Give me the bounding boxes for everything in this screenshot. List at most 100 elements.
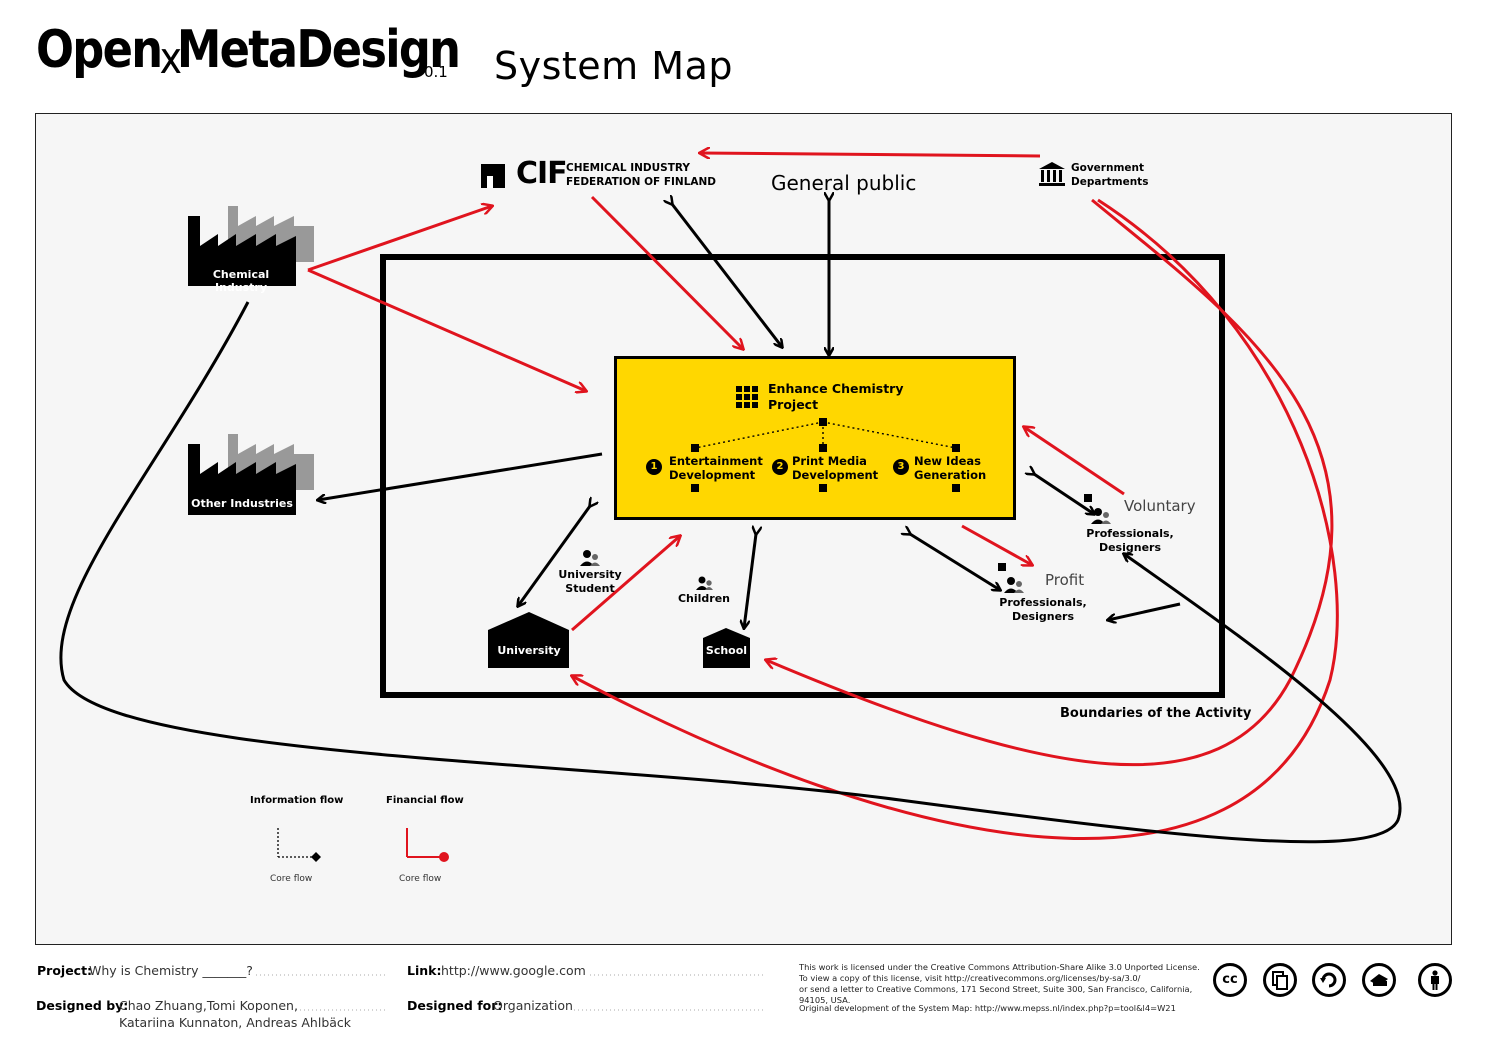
project-box <box>614 356 1016 520</box>
flow-gov-to-school <box>766 198 1334 767</box>
designed-for-value: Organization <box>493 998 573 1013</box>
legend-fin-title: Financial flow <box>386 795 464 806</box>
footer-dotted-lines <box>256 974 765 1011</box>
project-tree <box>694 421 957 449</box>
brand-version: 0.1 <box>424 63 448 81</box>
sub2-line2: Development <box>792 468 879 482</box>
designed-by-value-1: Chao Zhuang,Tomi Koponen, <box>119 998 298 1013</box>
flow-project-school <box>744 534 756 628</box>
designed-for-label: Designed for: <box>407 998 503 1013</box>
remix-icon-glyph <box>1320 972 1337 988</box>
flow-cif-to-project <box>590 195 743 349</box>
sub3-line1: New Ideas <box>914 454 981 468</box>
project-field-value: Why is Chemistry _______? <box>89 963 253 978</box>
flow-gov-to-cif <box>700 153 1041 156</box>
university-building-icon <box>488 612 569 668</box>
chemical-industry-label: Chemical Industry <box>212 268 270 294</box>
brand-metadesign: MetaDesign <box>176 20 461 80</box>
person-group-icon-student <box>580 550 600 566</box>
student-line1: University <box>558 568 622 581</box>
gov-line2: Departments <box>1071 176 1149 188</box>
sub-project-1-number: 1 <box>646 459 662 475</box>
sub-project-2-label: Print Media Development <box>792 454 878 482</box>
person-group-icon-children <box>696 576 713 590</box>
legend-fin-sub: Core flow <box>399 874 442 884</box>
project-title-line1: Enhance Chemistry <box>768 381 904 396</box>
other-industries-factory-icon <box>188 434 314 515</box>
activity-boundary <box>380 254 1225 698</box>
information-flows <box>59 200 1402 844</box>
brand-x: x <box>159 33 182 84</box>
flow-project-other-industries <box>318 452 603 500</box>
cc-icon[interactable]: cc <box>1213 963 1247 997</box>
flow-cif-project <box>672 204 782 347</box>
student-line2: Student <box>565 582 615 595</box>
sub-project-1-label: Entertainment Development <box>669 454 763 482</box>
share-icon-glyph <box>1272 971 1288 990</box>
license-text: This work is licensed under the Creative… <box>799 962 1219 1006</box>
financial-flows <box>307 153 1339 840</box>
sub1-line1: Entertainment <box>669 454 763 468</box>
license-line3: or send a letter to Creative Commons, 17… <box>799 984 1193 1005</box>
flow-chemical-to-cif <box>307 206 492 272</box>
sub-project-3-label: New Ideas Generation <box>914 454 986 482</box>
sub2-line1: Print Media <box>792 454 867 468</box>
page-title: System Map <box>494 44 733 88</box>
brand-open: Open <box>36 20 163 80</box>
designed-by-value-2: Katariina Kunnaton, Andreas Ahlbäck <box>119 1015 352 1030</box>
children-label: Children <box>677 592 731 605</box>
cif-line2: FEDERATION OF FINLAND <box>566 176 717 188</box>
flow-voluntary-to-project <box>1024 427 1125 496</box>
project-title-line2: Project <box>768 397 819 412</box>
university-student-label: University Student <box>556 568 624 596</box>
person-group-icon-profit <box>998 563 1024 593</box>
gov-line1: Government <box>1071 162 1145 174</box>
school-building-icon <box>703 628 750 668</box>
university-label: University <box>497 644 561 657</box>
general-public-label: General public <box>771 171 917 195</box>
other-industries-label: Other Industries <box>191 497 293 510</box>
project-field-label: Project: <box>37 963 93 978</box>
designed-by-label: Designed by: <box>36 998 129 1013</box>
flow-chemical-to-project <box>307 268 586 391</box>
school-label: School <box>705 644 748 657</box>
commercial-icon-glyph <box>1370 974 1388 986</box>
project-tree-nodes <box>691 418 960 492</box>
flow-project-voluntary <box>1034 474 1094 514</box>
license-line1: This work is licensed under the Creative… <box>799 962 1200 972</box>
sub3-line2: Generation <box>914 468 987 482</box>
attribution-icon-glyph <box>1431 970 1439 990</box>
link-label: Link: <box>407 963 442 978</box>
sub1-line2: Development <box>669 468 756 482</box>
cif-logo-icon <box>481 164 505 188</box>
commercial-icon[interactable] <box>1362 963 1396 997</box>
remix-icon[interactable] <box>1312 963 1346 997</box>
government-building-icon <box>1039 162 1065 186</box>
legend-info-graphic <box>277 828 321 862</box>
chemical-industry-factory-icon <box>188 206 314 286</box>
flow-project-profit <box>910 534 1000 590</box>
flow-project-university <box>518 506 590 606</box>
cif-full-name: CHEMICAL INDUSTRY FEDERATION OF FINLAND <box>566 161 716 189</box>
link-value[interactable]: http://www.google.com <box>441 963 586 978</box>
license-original: Original development of the System Map: … <box>799 1003 1176 1013</box>
project-title: Enhance Chemistry Project <box>768 381 918 413</box>
flow-voluntary-to-profit <box>1108 602 1181 620</box>
brand-logo: OpenxMetaDesign <box>36 24 461 81</box>
flow-project-to-profit <box>961 524 1032 565</box>
sub-project-2-number: 2 <box>772 459 788 475</box>
flow-university-to-project <box>571 536 680 632</box>
boundary-label: Boundaries of the Activity <box>1060 706 1252 721</box>
cif-abbrev: CIF <box>516 156 568 191</box>
cif-line1: CHEMICAL INDUSTRY <box>566 162 690 174</box>
flow-gov-to-university <box>572 198 1339 840</box>
legend-financial-graphic <box>406 828 449 862</box>
profit-professionals-label: Professionals, Designers <box>999 596 1087 623</box>
legend-info-title: Information flow <box>250 795 344 806</box>
flow-chemical-loop <box>59 301 1402 844</box>
attribution-icon[interactable] <box>1418 963 1452 997</box>
license-line2: To view a copy of this license, visit ht… <box>799 973 1141 983</box>
share-icon[interactable] <box>1263 963 1297 997</box>
voluntary-professionals-label: Professionals, Designers <box>1086 527 1174 554</box>
